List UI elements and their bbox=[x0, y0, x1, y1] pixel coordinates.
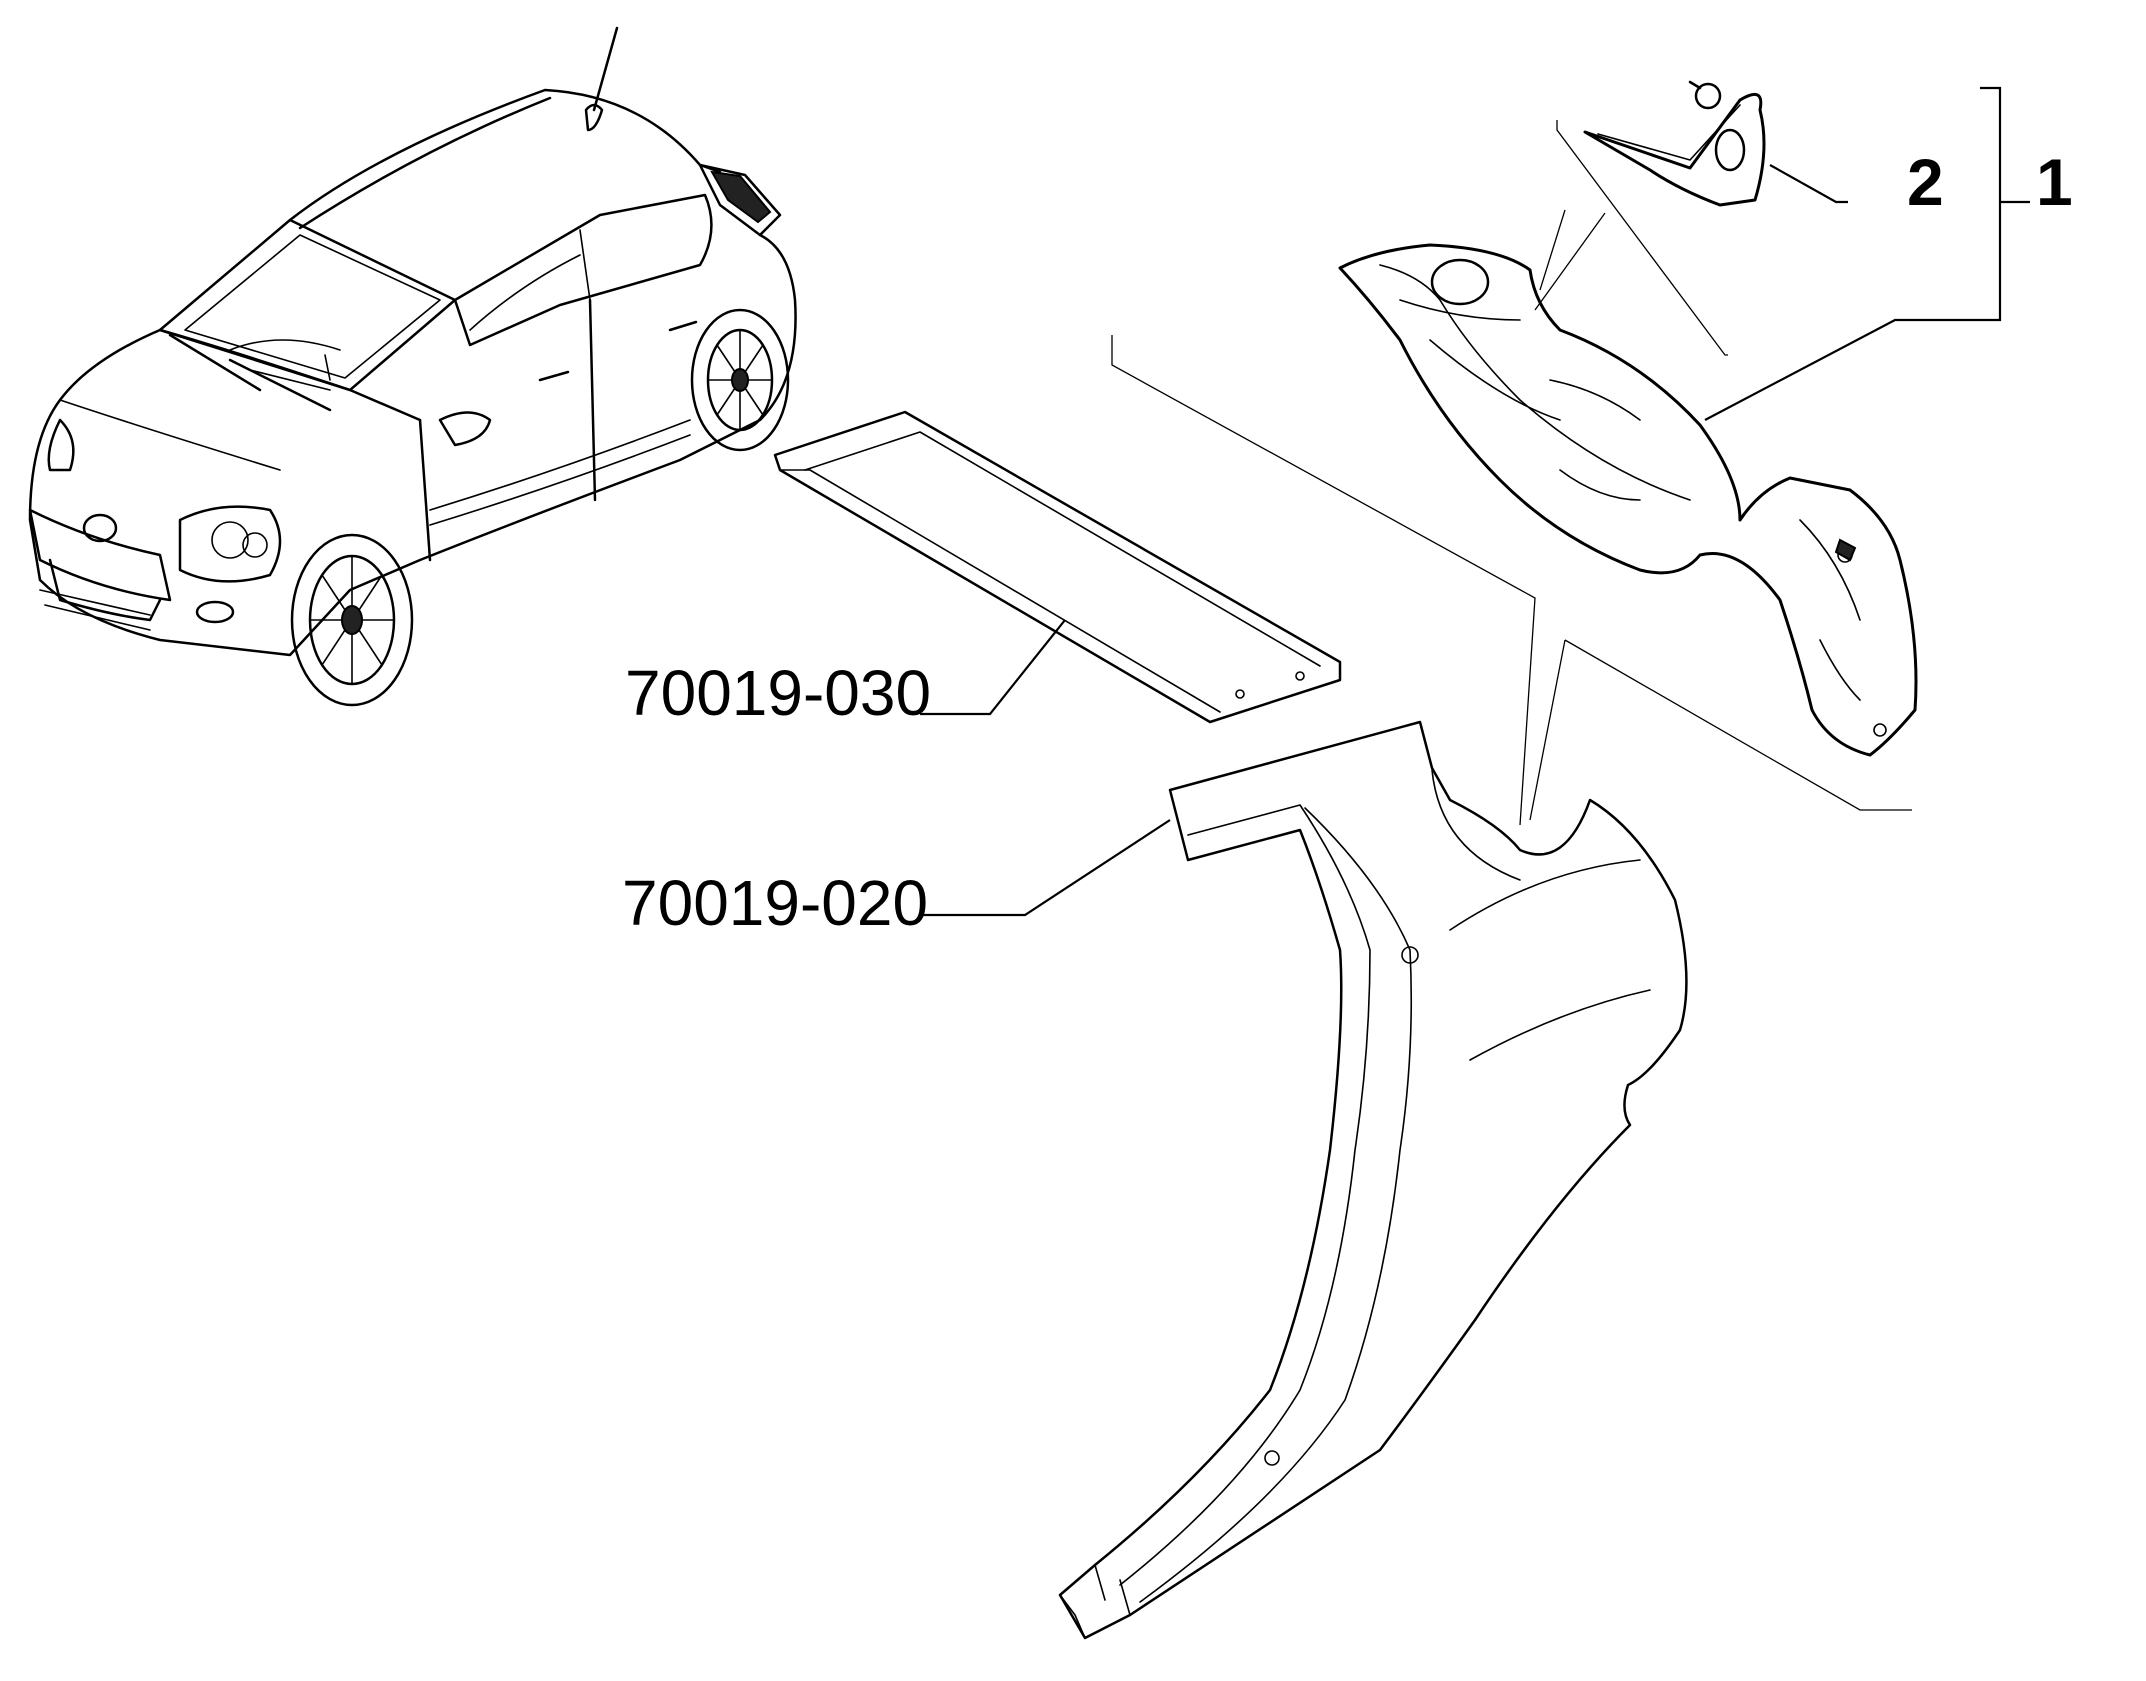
callout-1-bracket bbox=[1704, 86, 2002, 421]
roof-rail-part bbox=[773, 410, 1342, 724]
callout-label-2: 2 bbox=[1907, 145, 1944, 219]
leader-callout-2 bbox=[1769, 164, 1848, 204]
bracket-part bbox=[1583, 80, 1766, 207]
wheel-arch-part bbox=[1338, 243, 1918, 757]
reference-lines bbox=[1111, 120, 1912, 826]
vehicle-illustration bbox=[28, 26, 797, 707]
leader-rear-side-panel bbox=[920, 819, 1171, 917]
part-code-roof-rail: 70019-030 bbox=[625, 657, 931, 729]
part-code-rear-side-panel: 70019-020 bbox=[622, 867, 928, 939]
callout-label-1: 1 bbox=[2036, 145, 2073, 219]
rear-side-panel-part bbox=[1058, 720, 1688, 1640]
leader-roof-rail bbox=[920, 619, 1066, 716]
